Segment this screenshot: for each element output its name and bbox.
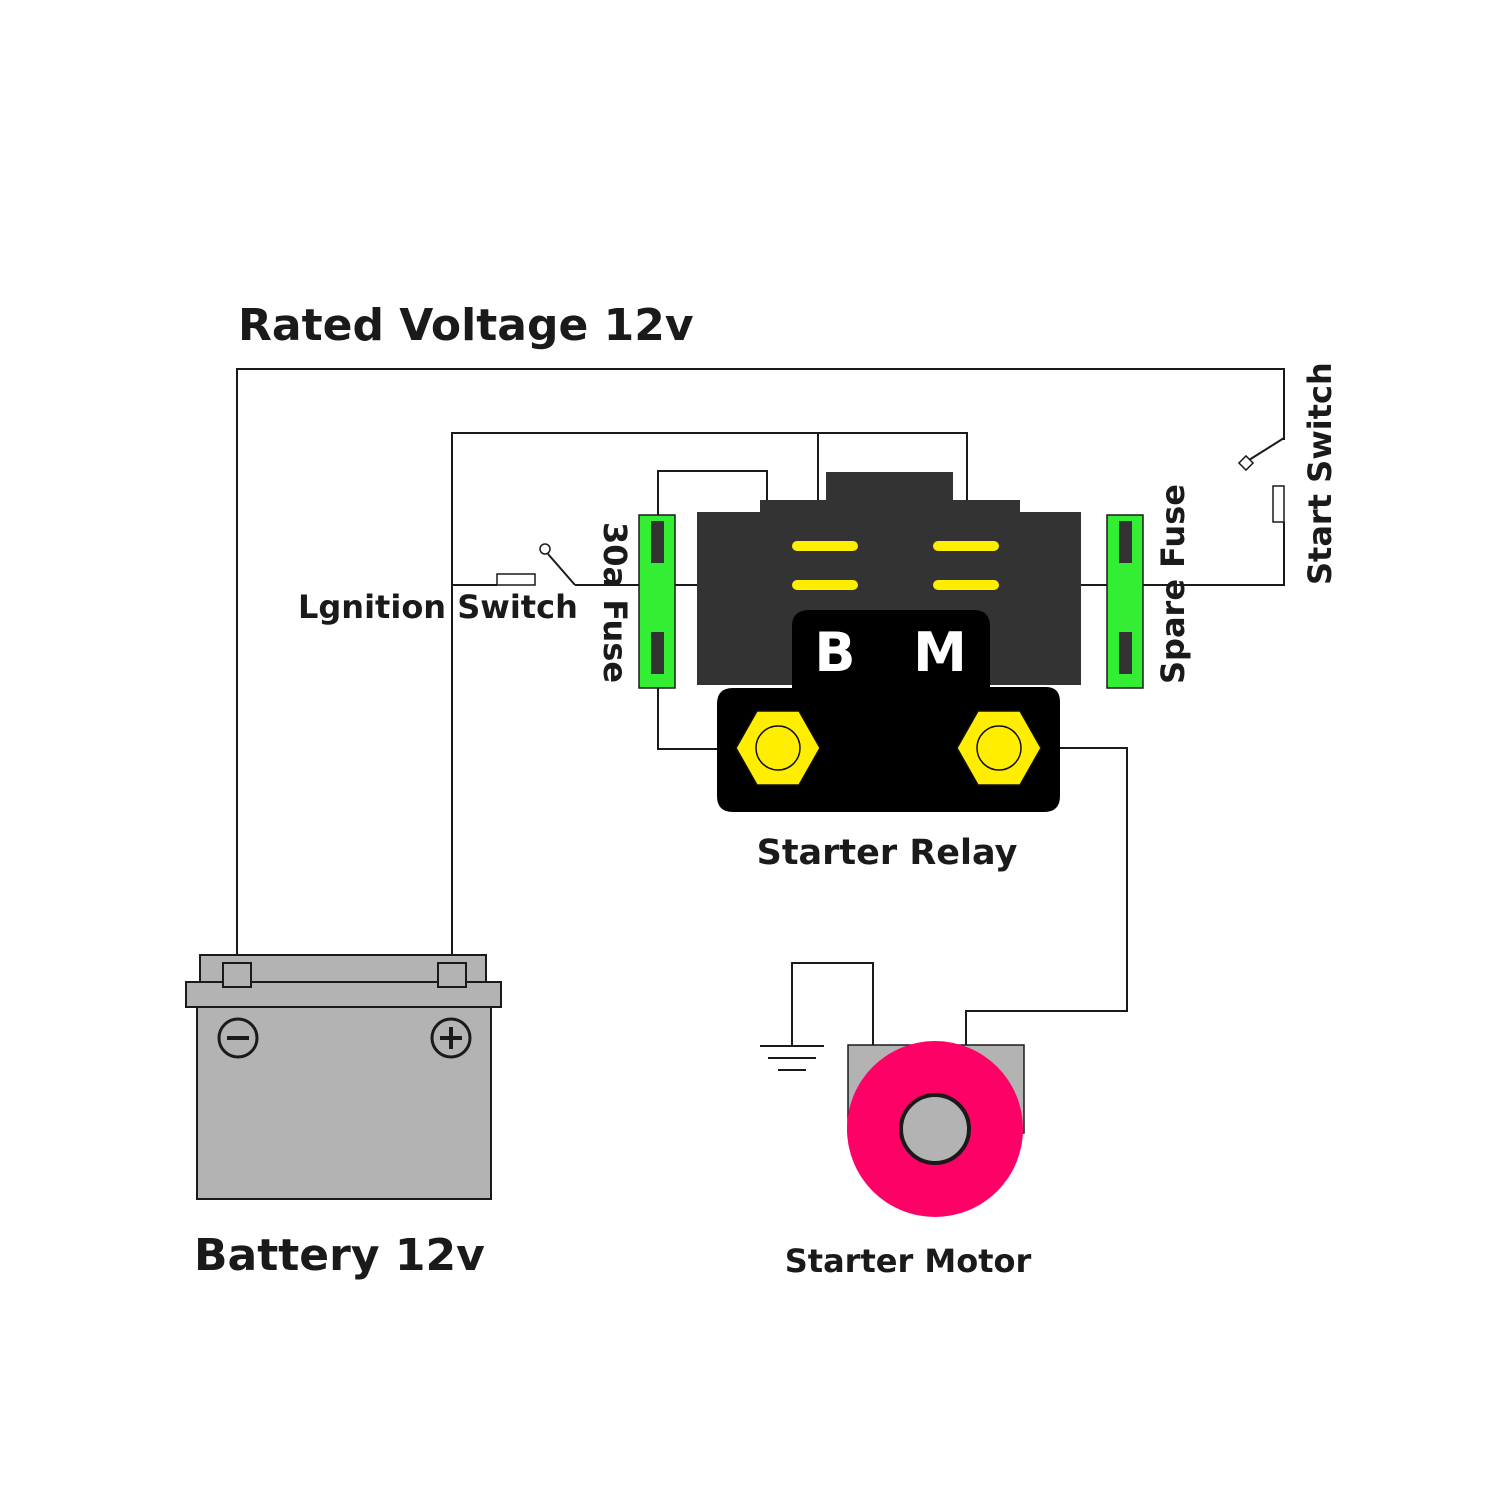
wire-motor-to-ground [791, 962, 874, 1046]
terminal-m-nut[interactable] [956, 710, 1042, 786]
battery-positive-terminal[interactable] [437, 962, 467, 988]
battery-label: Battery 12v [194, 1230, 485, 1281]
battery [185, 954, 502, 1200]
wire-battery-positive-to-relay [451, 432, 968, 967]
terminal-b-label: B [814, 621, 855, 684]
terminal-b-nut[interactable] [735, 710, 821, 786]
motor-core [899, 1093, 971, 1165]
terminal-m-label: M [913, 621, 967, 684]
ground-symbol-icon [760, 1045, 824, 1071]
battery-negative-terminal[interactable] [222, 962, 252, 988]
starter-motor-label: Starter Motor [785, 1242, 1032, 1280]
relay-pin [933, 541, 999, 551]
minus-circle-icon [217, 1017, 259, 1059]
rated-voltage-label: Rated Voltage 12v [238, 300, 694, 351]
start-switch-symbol[interactable] [1237, 437, 1285, 523]
wire-m-terminal-to-motor [965, 747, 1128, 1045]
plus-circle-icon [430, 1017, 472, 1059]
starter-motor [847, 1041, 1025, 1217]
wire-fuse-to-b-terminal [657, 688, 740, 750]
ignition-switch-label: Lgnition Switch [298, 588, 578, 626]
relay-pin [792, 541, 858, 551]
ignition-switch-symbol[interactable] [496, 543, 576, 586]
fuse-30a[interactable] [638, 514, 676, 689]
relay-pin [933, 580, 999, 590]
fuse-spare[interactable] [1106, 514, 1144, 689]
starter-relay: B M [697, 472, 1081, 812]
spare-fuse-label: Spare Fuse [1154, 484, 1192, 684]
starter-relay-label: Starter Relay [757, 833, 1018, 873]
wire-battery-negative-to-start-switch [236, 368, 1285, 967]
fuse-30a-label: 30a Fuse [596, 522, 634, 683]
start-switch-label: Start Switch [1301, 362, 1339, 585]
relay-pin [792, 580, 858, 590]
